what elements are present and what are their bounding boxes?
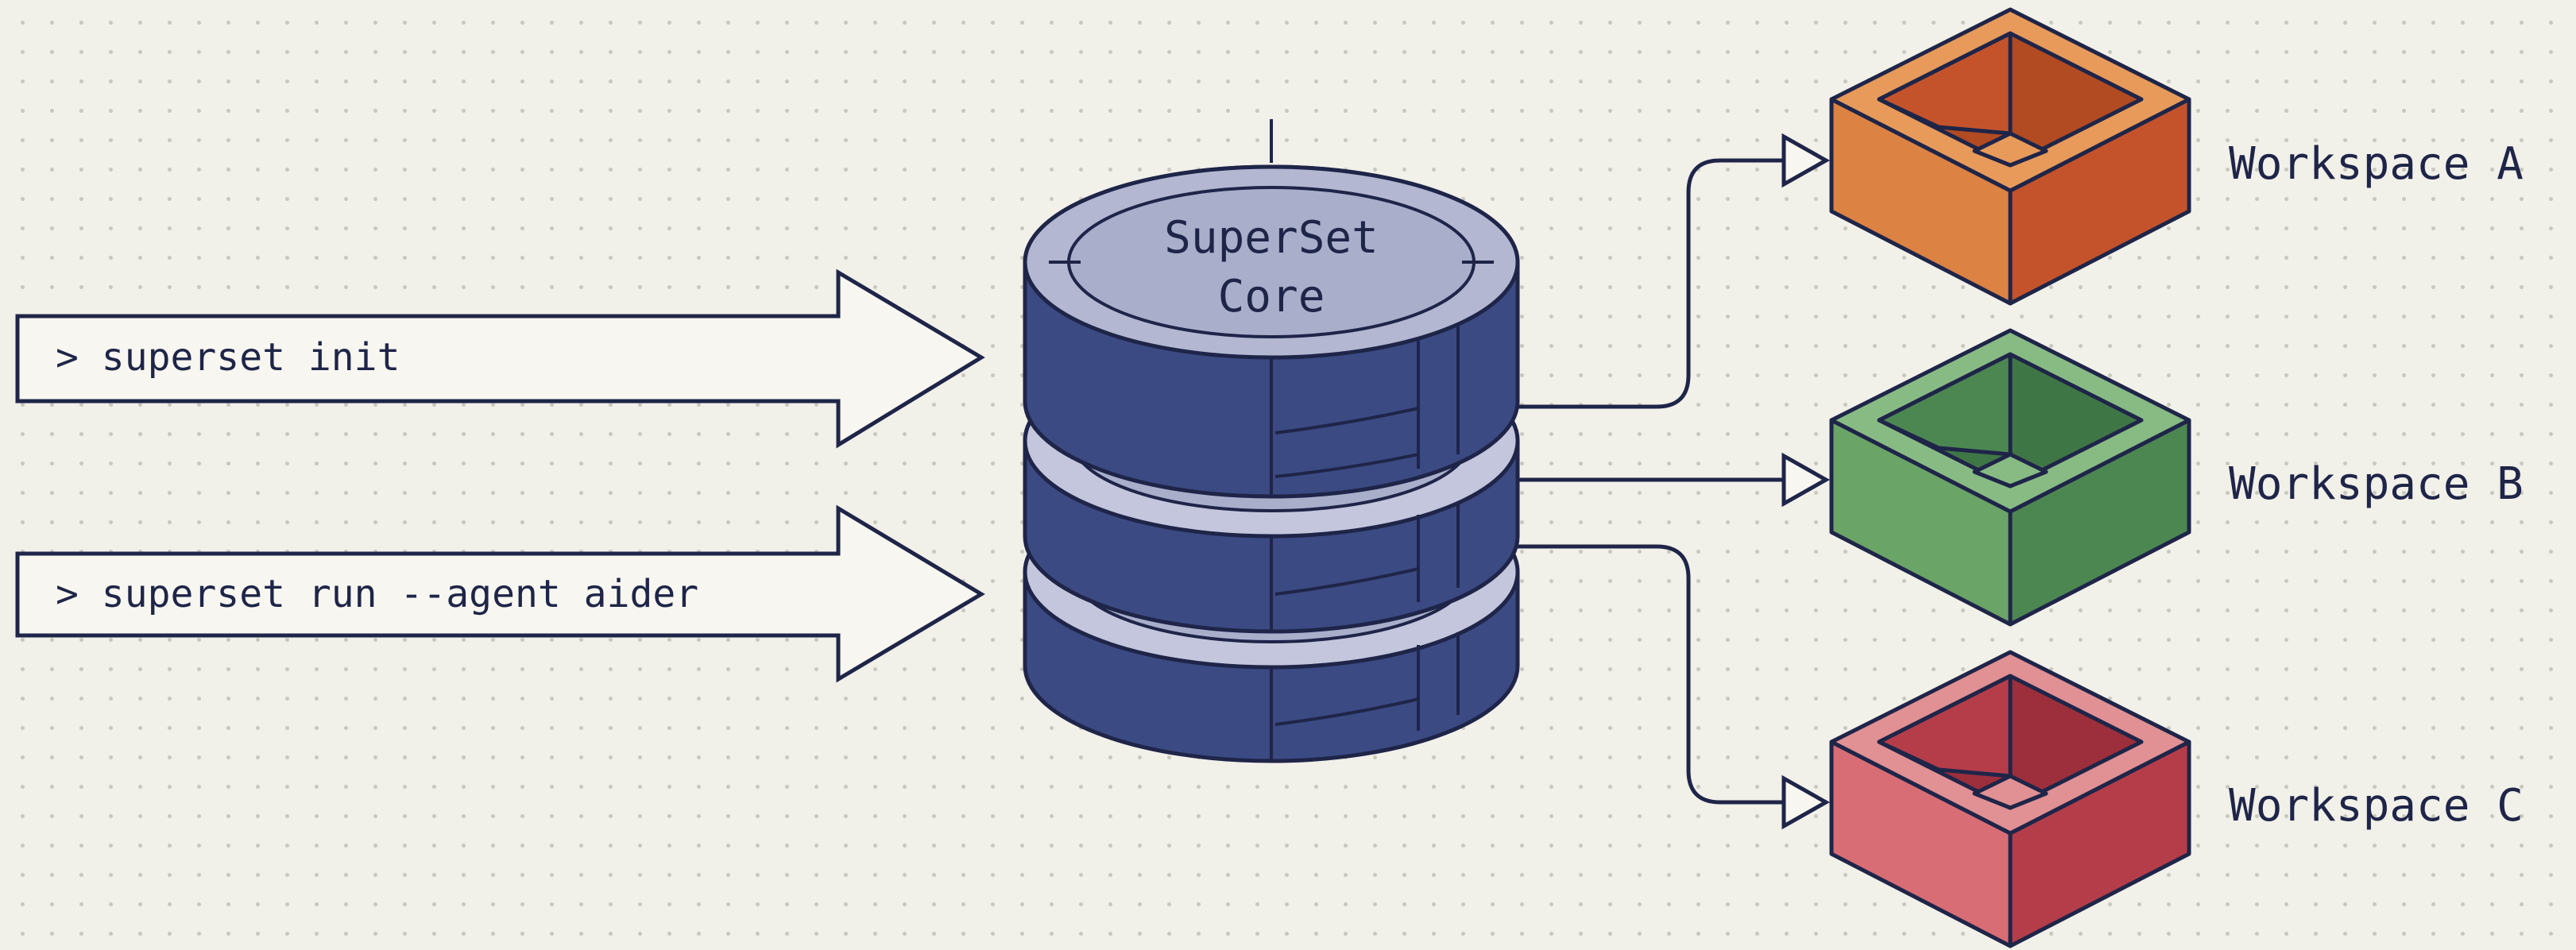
arrowhead-b <box>1781 452 1831 508</box>
core-title-line1: SuperSet <box>1164 212 1379 264</box>
workspace-b-label: Workspace B <box>2229 458 2524 510</box>
workspaces <box>1829 7 2191 948</box>
connector-arrowheads <box>1781 133 1831 830</box>
command-arrow-run: > superset run --agent aider <box>15 504 985 683</box>
workspace-a-inner-floor <box>1972 131 2048 168</box>
command-text-run: > superset run --agent aider <box>56 572 698 616</box>
workspace-a-label: Workspace A <box>2229 138 2524 190</box>
workspace-b-inner-floor <box>1972 452 2048 489</box>
db-disk-top <box>1023 119 1520 499</box>
arrowhead-c <box>1781 774 1831 830</box>
connector-workspace-a <box>1510 158 1792 409</box>
superset-core-database: SuperSet Core <box>1023 119 1520 763</box>
arrowhead-a <box>1781 133 1831 188</box>
workspace-c-label: Workspace C <box>2229 780 2524 832</box>
core-title-line2: Core <box>1218 271 1325 322</box>
workspace-box-c <box>1829 650 2191 948</box>
workspace-c-inner-floor <box>1972 774 2048 810</box>
command-arrow-init: > superset init <box>15 268 985 449</box>
command-text-init: > superset init <box>56 335 400 380</box>
connector-workspace-c <box>1510 544 1792 805</box>
workspace-box-b <box>1829 328 2191 627</box>
connectors <box>1510 158 1792 805</box>
workspace-box-a <box>1829 7 2191 306</box>
